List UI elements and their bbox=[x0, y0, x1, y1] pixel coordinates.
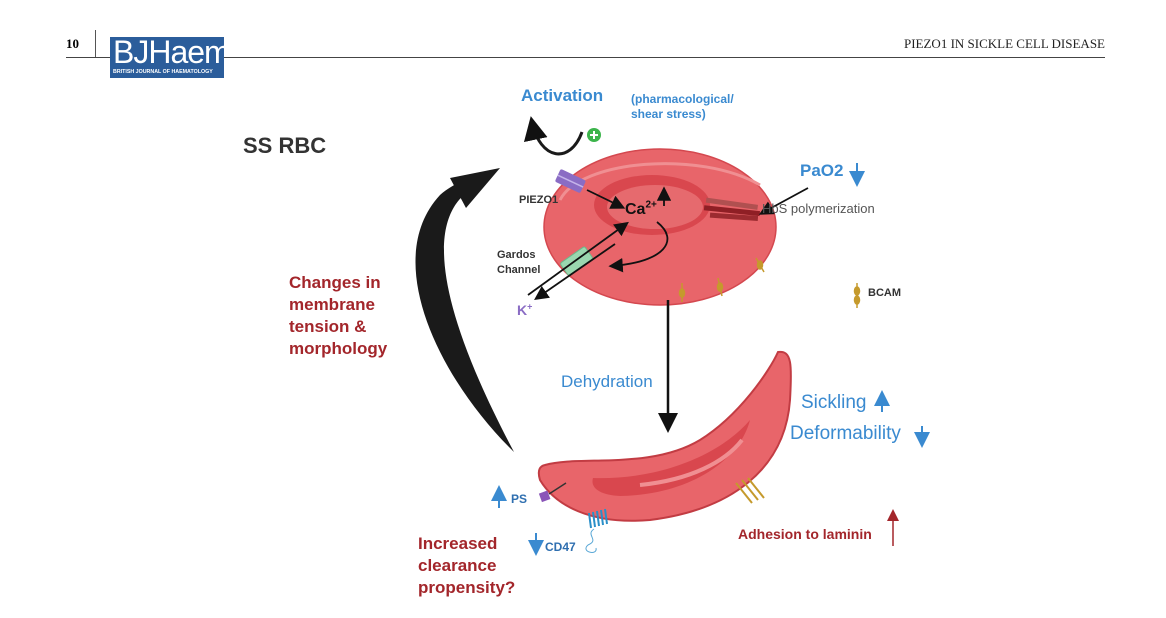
ps-label: PS bbox=[511, 492, 528, 506]
piezo1-channel-icon bbox=[555, 169, 586, 193]
calcium-charge: 2+ bbox=[645, 199, 657, 211]
ps-icon bbox=[538, 490, 551, 503]
membrane-changes-label: Changes in membrane tension & morphology bbox=[289, 272, 387, 360]
potassium-charge: + bbox=[527, 301, 533, 312]
running-title: PIEZO1 IN SICKLE CELL DISEASE bbox=[903, 36, 1105, 51]
activation-note-line: (pharmacological/ bbox=[631, 92, 734, 106]
bcam-label: BCAM bbox=[868, 287, 901, 299]
activation-note: (pharmacological/ shear stress) bbox=[631, 92, 734, 122]
feedback-arrow bbox=[415, 176, 514, 452]
page-number: 10 bbox=[66, 36, 79, 51]
deformability-label: Deformability bbox=[790, 423, 901, 444]
potassium-text: K bbox=[517, 302, 528, 318]
changes-line: tension & bbox=[289, 317, 367, 336]
changes-line: morphology bbox=[289, 339, 388, 358]
logo-subtitle: BRITISH JOURNAL OF HAEMATOLOGY bbox=[113, 69, 213, 75]
hbs-polymer-icon bbox=[703, 197, 761, 221]
pao2-label: PaO2 bbox=[800, 161, 844, 180]
clearance-label: Increased clearance propensity? bbox=[418, 533, 515, 599]
activation-arrow bbox=[523, 116, 584, 156]
ss-rbc-label: SS RBC bbox=[243, 133, 327, 158]
header-rule bbox=[66, 57, 1105, 58]
feedback-arrowhead bbox=[450, 168, 500, 208]
hbs-polymerization-label: HbS polymerization bbox=[762, 201, 875, 216]
potassium-label: K+ bbox=[517, 301, 532, 319]
cd47-icon bbox=[588, 508, 608, 529]
sickling-label: Sickling bbox=[801, 392, 867, 413]
bcam-icon bbox=[678, 257, 861, 308]
adhesion-label: Adhesion to laminin bbox=[738, 526, 872, 542]
piezo1-label: PIEZO1 bbox=[519, 194, 559, 206]
calcium-text: Ca bbox=[625, 201, 646, 218]
logo-text: BJHaem bbox=[113, 37, 224, 70]
gardos-line: Gardos bbox=[497, 249, 536, 261]
activation-label: Activation bbox=[521, 86, 604, 105]
clearance-line: propensity? bbox=[418, 578, 516, 597]
gardos-channel-label: Gardos Channel bbox=[497, 248, 540, 278]
calcium-label: Ca2+ bbox=[625, 200, 657, 220]
dehydration-label: Dehydration bbox=[561, 372, 653, 391]
gardos-line: Channel bbox=[497, 264, 541, 276]
clearance-line: Increased bbox=[418, 534, 498, 553]
changes-line: Changes in bbox=[289, 273, 381, 292]
header-divider bbox=[95, 30, 96, 57]
clearance-line: clearance bbox=[418, 556, 497, 575]
activation-note-line: shear stress) bbox=[631, 107, 706, 121]
cd47-label: CD47 bbox=[545, 540, 576, 554]
journal-logo: BJHaem BRITISH JOURNAL OF HAEMATOLOGY bbox=[110, 37, 224, 78]
changes-line: membrane bbox=[289, 295, 375, 314]
